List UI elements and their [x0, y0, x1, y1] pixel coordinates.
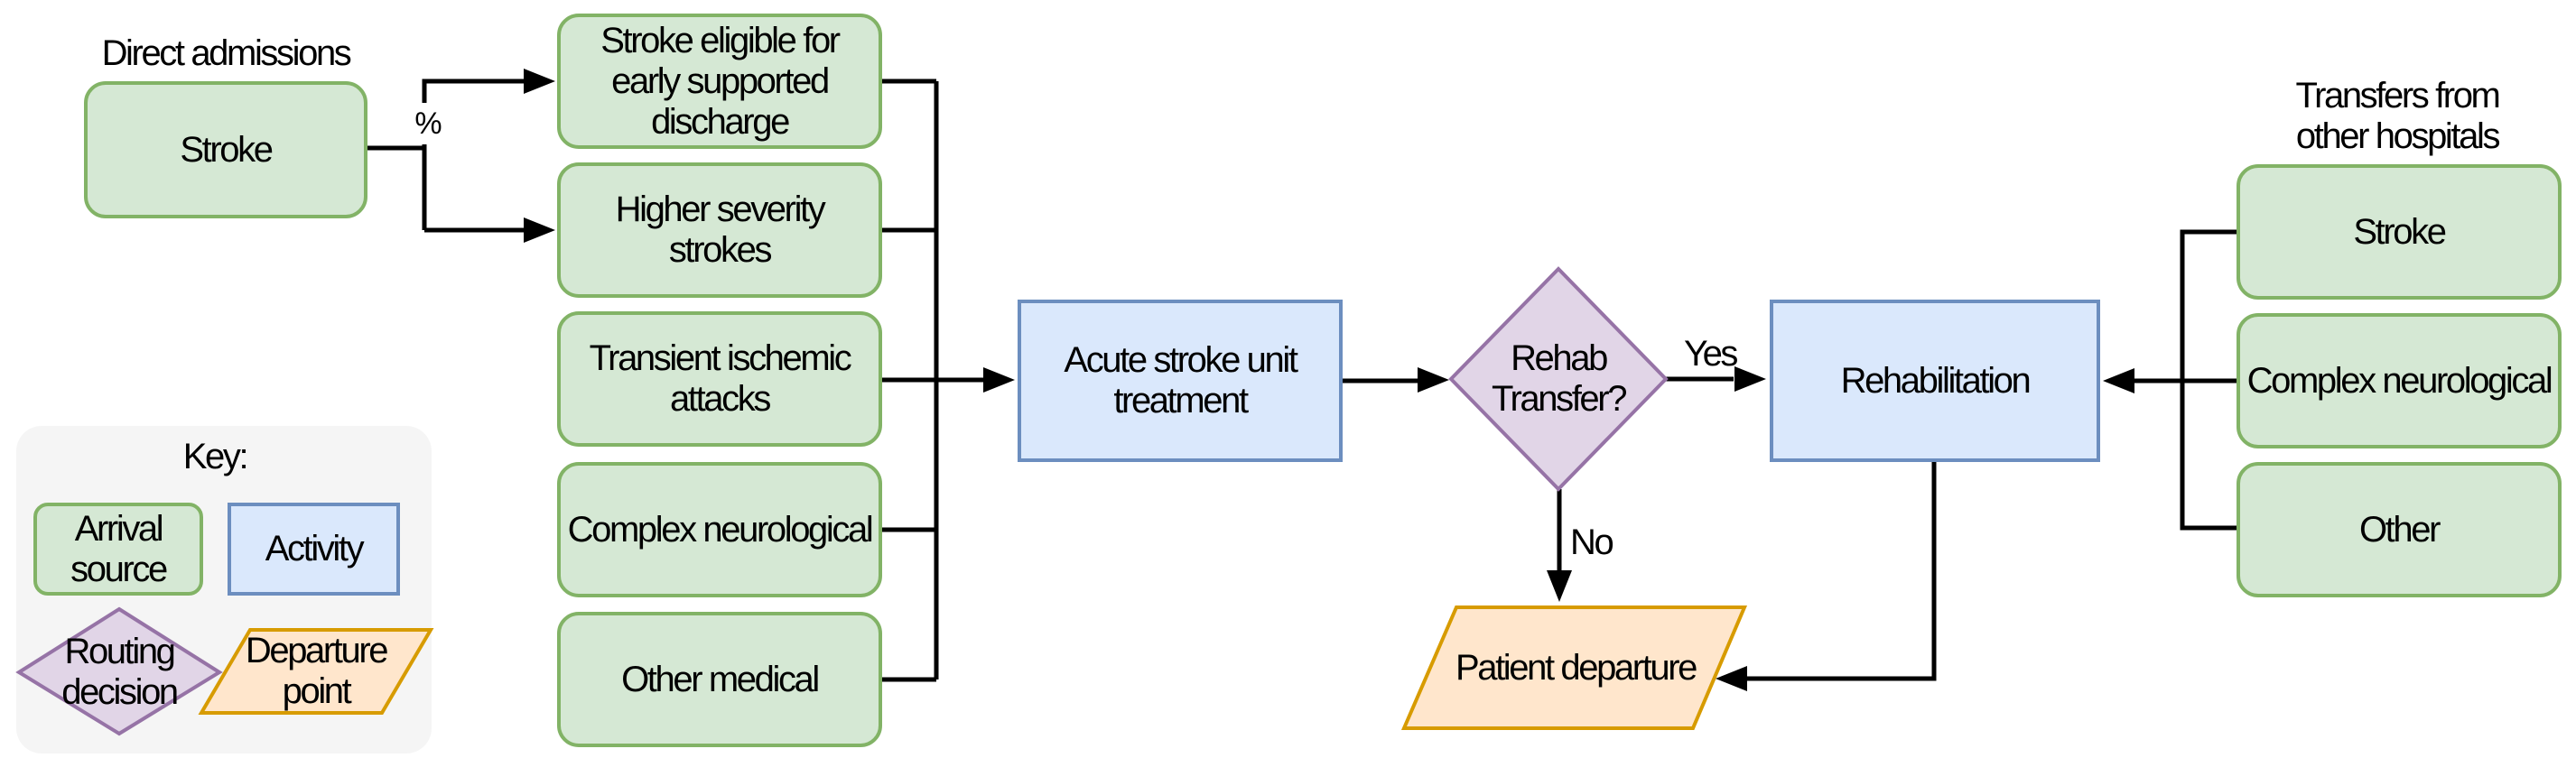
arrowhead-to-asu	[983, 367, 1015, 393]
node-other-medical-label: Other medical	[621, 659, 820, 699]
node-esd-label: Stroke eligible for early supported disc…	[600, 20, 841, 142]
key-arrival-source-label: Arrival source	[70, 508, 168, 589]
label-yes: Yes	[1683, 333, 1738, 374]
node-direct-stroke-label: Stroke	[180, 129, 274, 170]
node-patient-departure-label: Patient departure	[1455, 647, 1697, 688]
edge-arrivals-collector	[882, 79, 983, 682]
arrowhead-to-esd	[524, 69, 555, 94]
edge-rehab-to-departure	[1746, 462, 1937, 681]
key-routing-decision-label: Routing decision	[61, 632, 179, 712]
node-rehab-decision-label: Rehab Transfer?	[1491, 338, 1627, 419]
label-transfers-from-other-hospitals: Transfers from other hospitals	[2295, 76, 2501, 156]
label-percent: %	[408, 103, 448, 144]
key-title: Key:	[182, 436, 249, 476]
node-esd: Stroke eligible for early supported disc…	[557, 14, 882, 149]
node-higher-severity: Higher severity strokes	[557, 162, 882, 298]
label-direct-admissions: Direct admissions	[101, 32, 352, 73]
node-direct-stroke: Stroke	[84, 81, 367, 218]
arrowhead-transfers-to-rehab	[2103, 368, 2134, 393]
node-complex-neurological-label: Complex neurological	[567, 509, 874, 550]
arrowhead-to-decision	[1418, 367, 1449, 393]
key-activity-swatch: Activity	[228, 503, 400, 596]
node-tia: Transient ischemic attacks	[557, 311, 882, 447]
arrowhead-yes-to-rehab	[1734, 366, 1766, 392]
node-acute-stroke-unit-label: Acute stroke unit treatment	[1064, 340, 1298, 421]
key-arrival-source-swatch: Arrival source	[33, 503, 203, 596]
node-higher-severity-label: Higher severity strokes	[615, 190, 826, 270]
rehab-decision-diamond	[1448, 266, 1669, 492]
node-other-medical: Other medical	[557, 612, 882, 747]
node-transfer-stroke: Stroke	[2237, 164, 2562, 300]
node-complex-neurological: Complex neurological	[557, 462, 882, 597]
node-tia-label: Transient ischemic attacks	[589, 338, 852, 419]
key-departure-point-swatch	[198, 628, 434, 715]
node-transfer-other: Other	[2237, 462, 2562, 597]
node-transfer-other-label: Other	[2358, 509, 2441, 550]
arrowhead-no-to-departure	[1547, 570, 1572, 602]
patient-departure-shape	[1400, 605, 1748, 730]
node-rehabilitation-label: Rehabilitation	[1840, 360, 2032, 401]
key-departure-point-label: Departure point	[245, 631, 389, 711]
key-routing-decision-swatch	[15, 606, 223, 736]
key-activity-label: Activity	[265, 529, 365, 568]
arrowhead-to-higher-severity	[524, 217, 555, 243]
node-transfer-complex-neurological-label: Complex neurological	[2246, 360, 2553, 401]
label-no: No	[1570, 522, 1614, 562]
node-transfer-stroke-label: Stroke	[2353, 211, 2447, 252]
node-transfer-complex-neurological: Complex neurological	[2237, 313, 2562, 448]
node-acute-stroke-unit: Acute stroke unit treatment	[1018, 300, 1343, 462]
node-rehabilitation: Rehabilitation	[1770, 300, 2100, 462]
edge-stroke-branch	[367, 79, 537, 233]
edge-transfers-collector	[2134, 229, 2237, 531]
arrowhead-rehab-to-departure	[1716, 666, 1747, 691]
